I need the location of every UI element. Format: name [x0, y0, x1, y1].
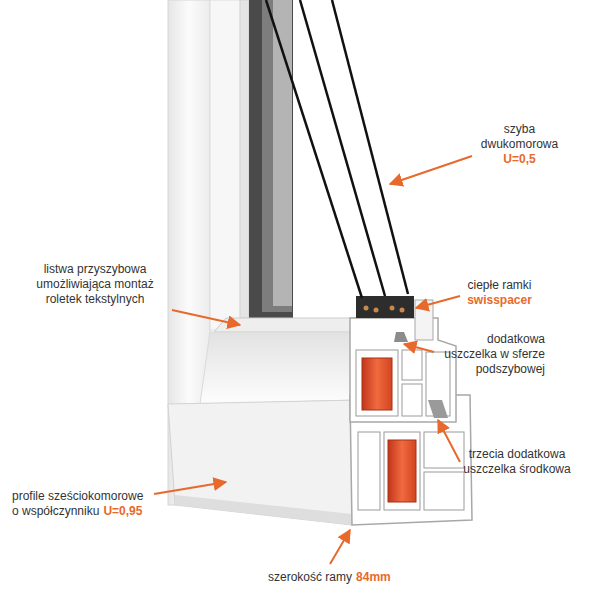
part-name: szyba dwukomorowa — [477, 122, 562, 152]
callout-label: ciepłe ramkiswisspacer — [447, 278, 552, 308]
callout-label: listwa przyszybowa umożliwiająca montaż … — [20, 262, 170, 307]
part-name: ciepłe ramki — [447, 278, 552, 293]
glass-edges — [266, 0, 408, 298]
value-text: swisspacer — [447, 293, 552, 308]
part-name: listwa przyszybowa umożliwiająca montaż … — [20, 262, 170, 307]
part-name: dodatkowa uszczelka w sferze podszybowej — [440, 332, 545, 377]
value-text: 84mm — [356, 570, 391, 584]
glass-pane — [249, 0, 293, 318]
warm-spacer — [356, 296, 414, 318]
value-text: U=0,95 — [103, 504, 142, 518]
leader-lines — [154, 156, 472, 564]
frame-bottom — [168, 318, 360, 525]
value-text: U=0,5 — [477, 152, 562, 167]
part-name: trzecia dodatkowa uszczelka środkowa — [458, 447, 576, 477]
callout-label: trzecia dodatkowa uszczelka środkowa — [458, 447, 576, 477]
part-name: szerokość ramy — [268, 570, 352, 584]
callout-label: szerokość ramy 84mm — [268, 570, 391, 585]
callout-label: dodatkowa uszczelka w sferze podszybowej — [440, 332, 545, 377]
callout-label: profile sześciokomorowe o współczynnikuU… — [12, 489, 150, 519]
profile-section — [350, 300, 472, 525]
callout-label: szyba dwukomorowaU=0,5 — [477, 122, 562, 167]
